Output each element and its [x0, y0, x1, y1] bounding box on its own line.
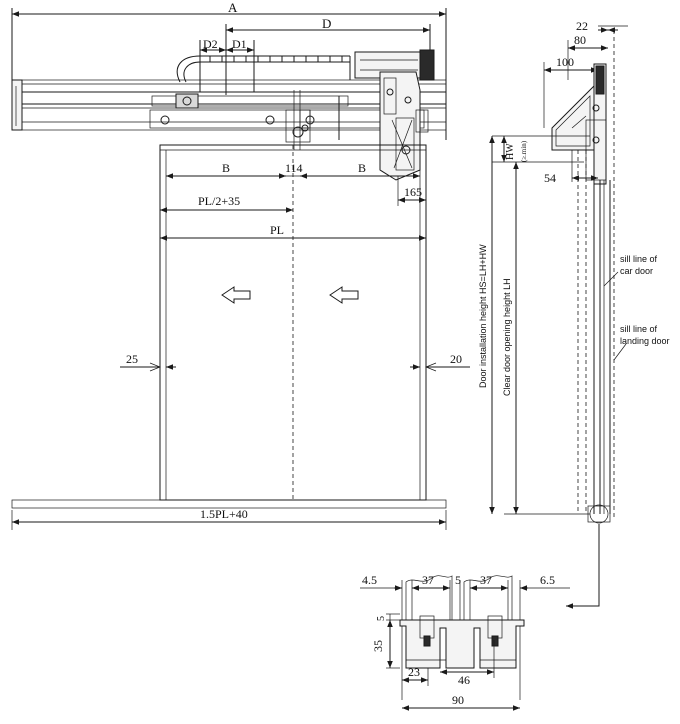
label-25: 25	[126, 352, 138, 366]
detail-left-dims: 5 35	[371, 613, 400, 669]
sill-detail: 4.5 37 5 37 6.5	[360, 573, 570, 711]
detail-top-dims: 4.5 37 5 37 6.5	[360, 573, 570, 591]
label-D2: D2	[203, 37, 218, 51]
label-hw-min: (≥.min)	[520, 140, 528, 162]
label-5-v: 5	[376, 616, 387, 621]
label-22: 22	[576, 19, 588, 33]
door-hangers	[149, 90, 425, 150]
sill	[11, 499, 447, 509]
lock-mechanism	[379, 71, 429, 181]
label-4-5: 4.5	[362, 573, 377, 587]
label-B-left: B	[222, 161, 230, 175]
label-165: 165	[404, 185, 422, 199]
label-total: 1.5PL+40	[200, 507, 248, 521]
label-B-right: B	[358, 161, 366, 175]
dim-total: 1.5PL+40	[11, 507, 447, 530]
label-opening-height: Clear door opening height LH	[502, 278, 512, 396]
front-view: A D D2 D1	[11, 0, 470, 530]
detail-sill-profile	[399, 615, 525, 669]
dim-165: 165	[397, 176, 426, 206]
side-view: 22 80 100 HW	[478, 19, 670, 609]
label-35: 35	[371, 640, 385, 652]
dim-25: 25	[120, 352, 176, 372]
label-90: 90	[452, 693, 464, 707]
label-54: 54	[544, 171, 556, 185]
side-bracket	[551, 63, 607, 185]
side-panels	[577, 30, 615, 524]
dim-half-pl: PL/2+35	[160, 194, 293, 213]
dim-100: 100	[543, 55, 598, 128]
label-D: D	[322, 16, 331, 31]
label-D1: D1	[232, 37, 247, 51]
dim-80: 80	[567, 33, 608, 80]
label-A: A	[228, 0, 238, 15]
label-pl: PL	[270, 223, 284, 237]
label-100: 100	[556, 55, 574, 69]
dim-opening-height: Clear door opening height LH	[502, 162, 590, 515]
label-23: 23	[408, 665, 420, 679]
open-direction-arrows	[221, 286, 359, 304]
cable-chain	[176, 55, 351, 83]
dim-22: 22	[576, 19, 628, 33]
detail-bottom-dims: 23 46 90	[402, 640, 520, 711]
label-5: 5	[455, 573, 461, 587]
label-sill-car-1: sill line of	[620, 254, 658, 264]
label-install-height: Door installation height HS=LH+HW	[478, 244, 488, 388]
label-46: 46	[458, 673, 470, 687]
dim-20: 20	[410, 352, 470, 372]
label-20: 20	[450, 352, 462, 366]
detail-leader	[566, 524, 600, 609]
label-80: 80	[574, 33, 586, 47]
dim-B: B 114 B	[166, 161, 420, 179]
sill-car-door: sill line of car door	[603, 254, 658, 287]
sill-landing-door: sill line of landing door	[613, 324, 670, 361]
label-6-5: 6.5	[540, 573, 555, 587]
dim-hw: HW (≥.min)	[492, 135, 590, 163]
label-half-pl: PL/2+35	[198, 194, 240, 208]
dim-D2-D1: D2 D1	[199, 37, 255, 92]
dim-pl: PL	[160, 223, 426, 241]
label-sill-car-2: car door	[620, 266, 653, 276]
label-sill-landing-2: landing door	[620, 336, 670, 346]
label-hw: HW	[505, 143, 516, 160]
dim-install-height: Door installation height HS=LH+HW	[478, 136, 495, 514]
label-114: 114	[285, 161, 303, 175]
header-beam	[11, 79, 447, 131]
dim-54: 54	[544, 150, 598, 185]
label-sill-landing-1: sill line of	[620, 324, 658, 334]
